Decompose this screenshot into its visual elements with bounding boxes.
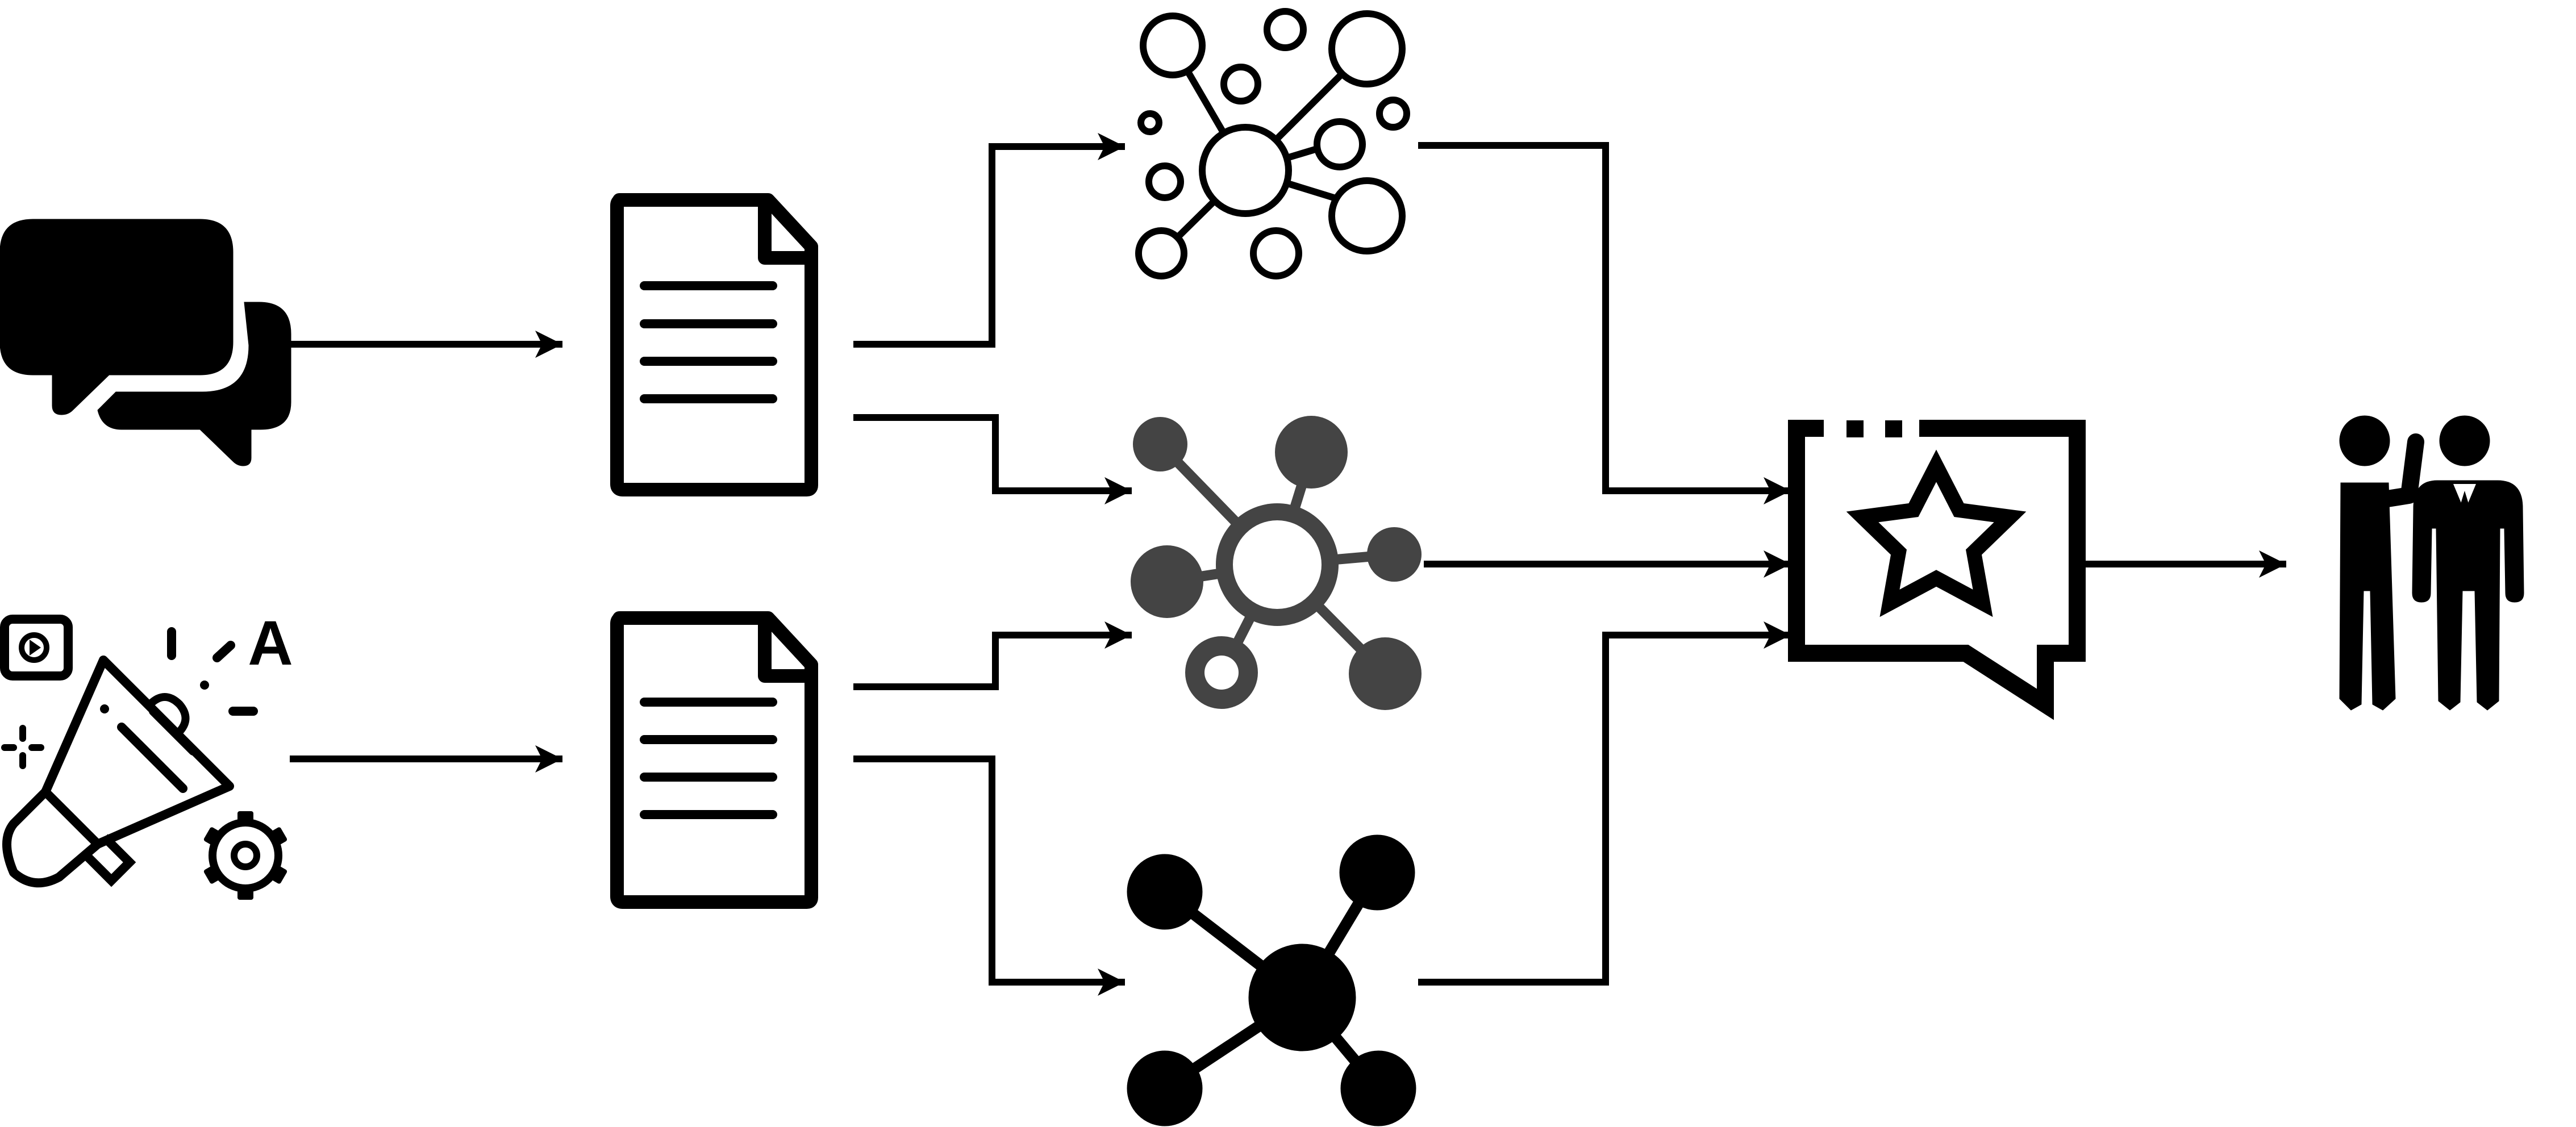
- edge-network-outline-to-review: [1418, 142, 1791, 504]
- edge-document-bottom-to-network-grey: [853, 621, 1132, 690]
- network-outline-icon: [1135, 8, 1410, 279]
- document-top-icon: [610, 193, 818, 496]
- edges: [290, 133, 2286, 996]
- edge-document-bottom-to-network-solid: [853, 755, 1125, 996]
- document-bottom-icon: [610, 611, 818, 909]
- edge-document-top-to-network-outline: [853, 133, 1125, 348]
- network-grey-icon: [1131, 416, 1422, 710]
- star-speech-bubble-icon: [1788, 420, 2086, 720]
- megaphone-marketing-icon: A: [0, 608, 293, 900]
- network-solid-icon: [1127, 834, 1416, 1126]
- a-glyph: A: [248, 608, 293, 678]
- chat-bubbles-icon: [0, 219, 291, 466]
- edge-network-solid-to-review: [1418, 621, 1791, 986]
- edge-document-top-to-network-grey: [853, 414, 1132, 504]
- business-people-icon: [2339, 415, 2524, 711]
